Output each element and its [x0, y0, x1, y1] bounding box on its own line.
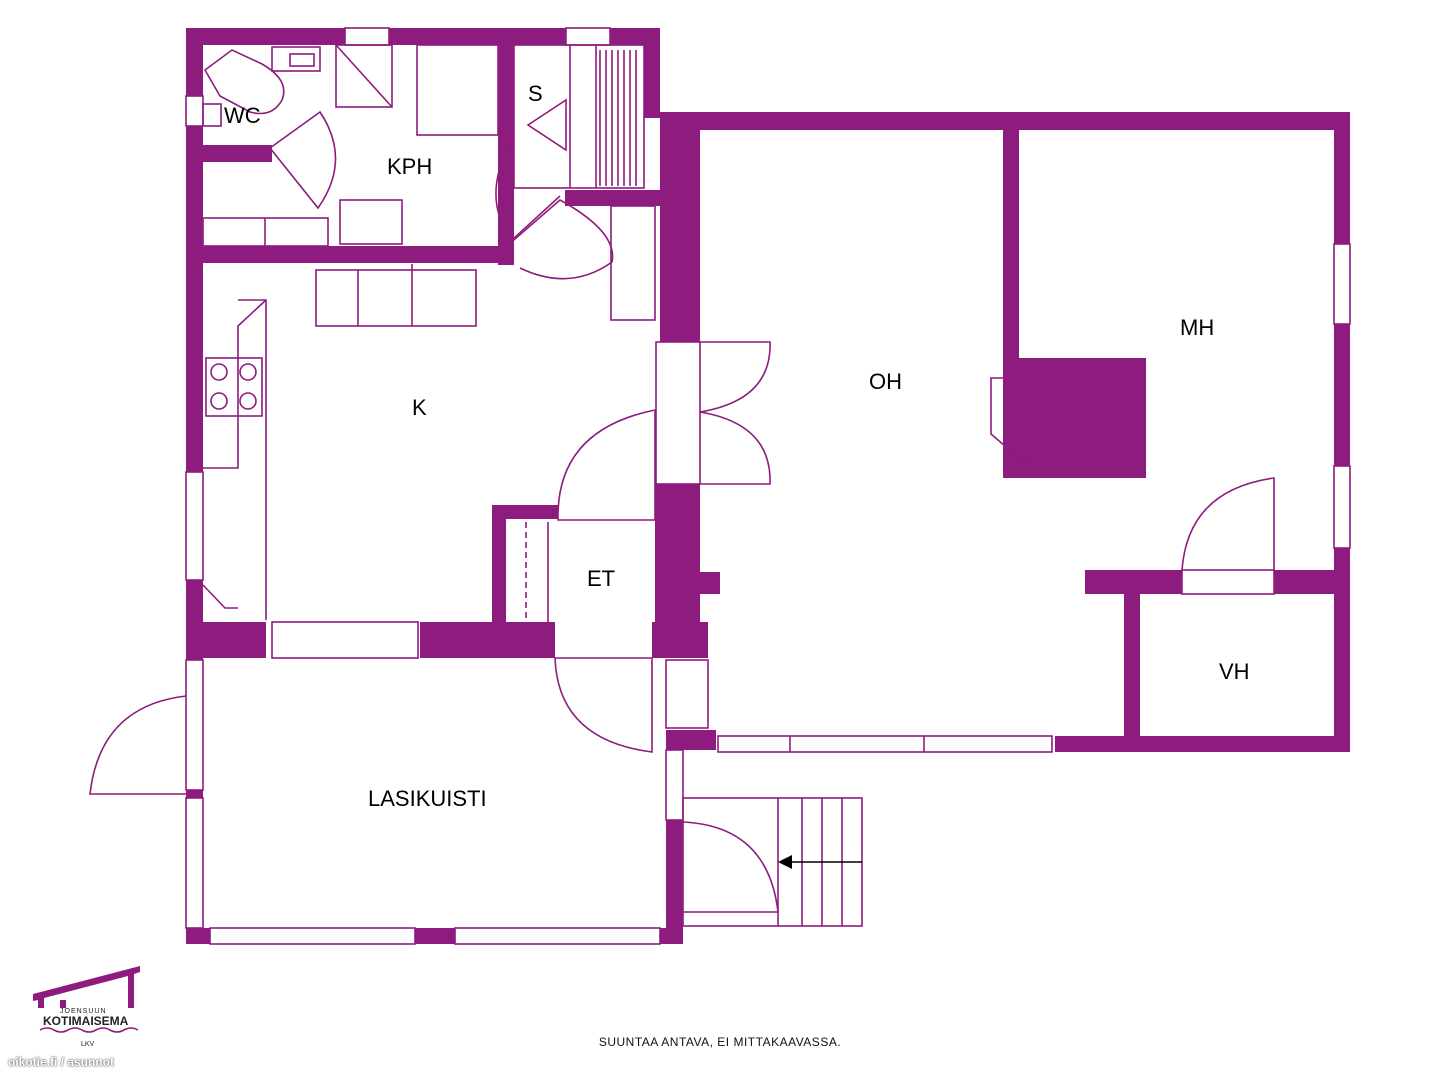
doors: [89, 110, 1275, 913]
room-label-mh: MH: [1180, 315, 1214, 340]
sauna-benches: [569, 45, 637, 188]
room-label-kph: KPH: [387, 154, 432, 179]
room-label-oh: OH: [869, 369, 902, 394]
room-label-k: K: [412, 395, 427, 420]
company-logo: JOENSUUN KOTIMAISEMA LKV: [33, 966, 140, 1048]
watermark: oikotie.fi / asunnot: [8, 1055, 115, 1069]
room-label-vh: VH: [1219, 659, 1250, 684]
windows: [185, 27, 1351, 945]
logo-top-text: JOENSUUN: [60, 1008, 107, 1015]
room-labels: WC KPH S K OH MH ET VH LASIKUISTI: [224, 81, 1250, 811]
logo-sub-text: LKV: [81, 1041, 95, 1048]
walls: [186, 28, 1350, 944]
footer-note: SUUNTAA ANTAVA, EI MITTAKAAVASSA.: [598, 1035, 842, 1049]
logo-main-text: KOTIMAISEMA: [43, 1014, 129, 1028]
room-label-et: ET: [587, 566, 615, 591]
room-label-lasikuisti: LASIKUISTI: [368, 786, 487, 811]
room-label-wc: WC: [224, 103, 261, 128]
room-label-s: S: [528, 81, 543, 106]
fixtures: [202, 44, 1099, 927]
